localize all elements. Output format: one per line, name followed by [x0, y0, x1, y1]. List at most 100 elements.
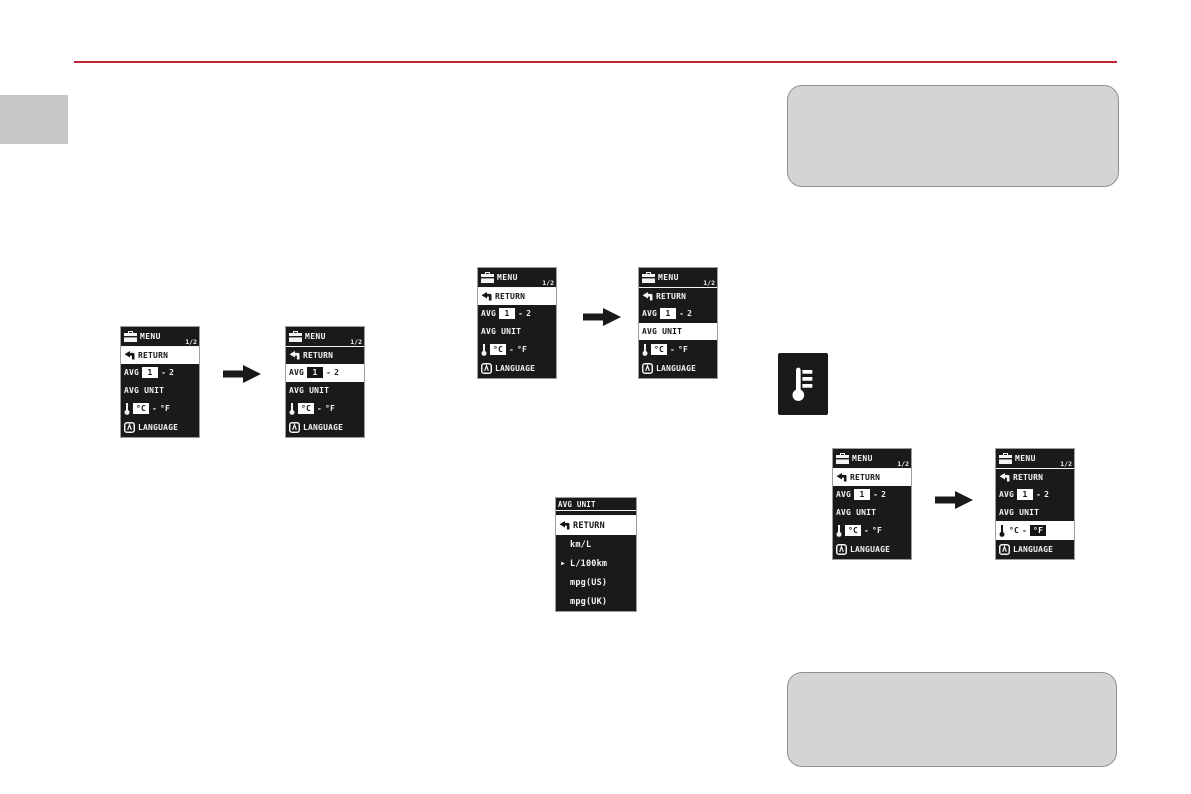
language-label: LANGUAGE — [850, 545, 891, 555]
thermometer-icon — [289, 402, 295, 415]
temp-dash: - — [317, 404, 323, 414]
lcd-header: MENU 1/2 — [833, 449, 911, 469]
temp-dash: - — [1022, 526, 1028, 536]
temp-c-value: °C — [298, 403, 314, 415]
lcd-page-indicator: 1/2 — [703, 279, 715, 287]
temp-c-value: °C — [1009, 526, 1020, 536]
return-arrow-icon — [289, 350, 300, 360]
lcd-row-avg: AVG 1 - 2 — [478, 305, 556, 324]
avg-value-2: 2 — [526, 309, 532, 319]
return-label: RETURN — [656, 291, 687, 301]
temp-c-value: °C — [651, 344, 667, 356]
toolbox-icon — [124, 331, 137, 342]
temp-f-value: °F — [517, 345, 528, 355]
lcd-row-language: LANGUAGE — [833, 540, 911, 559]
lcd-page-indicator: 1/2 — [350, 338, 362, 346]
lcd-row-language: LANGUAGE — [996, 540, 1074, 559]
temp-f-value: °F — [325, 404, 336, 414]
selection-pointer-icon: ▶ — [561, 560, 565, 567]
lcd-page-indicator: 1/2 — [542, 279, 554, 287]
return-arrow-icon — [481, 291, 492, 301]
unit-option-km-l: km/L — [556, 535, 636, 554]
toolbox-icon — [642, 272, 655, 283]
avg-label: AVG — [481, 309, 497, 319]
lcd-screen-return-selected: MENU 1/2 RETURN AVG 1 - 2 AVG UNIT °C - … — [832, 448, 912, 560]
lcd-row-language: LANGUAGE — [286, 418, 364, 437]
lcd-screen-return-selected: MENU 1/2 RETURN AVG 1 - 2 AVG UNIT °C - … — [477, 267, 557, 379]
lcd-menu-title: MENU — [305, 332, 326, 341]
avg-dash: - — [326, 368, 332, 378]
avg-value-2: 2 — [169, 368, 175, 378]
lcd-menu-title: MENU — [497, 273, 518, 282]
lcd-row-avg: AVG 1 - 2 — [121, 364, 199, 383]
avg-unit-label: AVG UNIT — [836, 507, 877, 517]
lcd-row-avg: AVG 1 - 2 — [996, 486, 1074, 505]
return-arrow-icon — [836, 472, 847, 482]
lcd-menu-title: MENU — [852, 454, 873, 463]
lcd-screen-avgunit-menu: AVG UNIT RETURN km/L ▶ L/100km mpg(US) m… — [555, 497, 637, 612]
lcd-row-avg-unit: AVG UNIT — [996, 504, 1074, 521]
avg-value-2: 2 — [687, 309, 693, 319]
avg-value-1: 1 — [499, 308, 516, 320]
unit-option-label: mpg(UK) — [570, 596, 608, 607]
right-arrow-icon — [223, 365, 261, 383]
avg-unit-label: AVG UNIT — [642, 326, 683, 336]
language-icon — [642, 363, 653, 375]
outside-temperature-icon — [778, 353, 828, 415]
lcd-row-temp-unit: °C - °F — [833, 521, 911, 541]
thermometer-icon — [642, 343, 648, 356]
avg-dash: - — [873, 490, 879, 500]
language-label: LANGUAGE — [138, 423, 179, 433]
return-label: RETURN — [138, 350, 169, 360]
avg-label: AVG — [124, 368, 140, 378]
avg-unit-label: AVG UNIT — [999, 507, 1040, 517]
return-label: RETURN — [573, 520, 605, 531]
lcd-header: MENU 1/2 — [121, 327, 199, 347]
unit-option-l-100km: ▶ L/100km — [556, 554, 636, 573]
toolbox-icon — [289, 331, 302, 342]
avg-value-1: 1 — [307, 367, 324, 379]
lcd-header: MENU 1/2 — [478, 268, 556, 288]
temp-f-value: °F — [678, 345, 689, 355]
language-icon — [836, 544, 847, 556]
unit-option-mpg-us: mpg(US) — [556, 573, 636, 592]
temp-c-value: °C — [490, 344, 506, 356]
avg-unit-label: AVG UNIT — [124, 385, 165, 395]
lcd-row-temp-unit: °C - °F — [286, 399, 364, 419]
lcd-row-return: RETURN — [833, 469, 911, 486]
lcd-row-avg-unit: AVG UNIT — [833, 504, 911, 521]
lcd-header: MENU 1/2 — [996, 449, 1074, 469]
return-label: RETURN — [495, 291, 526, 301]
avg-value-2: 2 — [334, 368, 340, 378]
return-arrow-icon — [642, 291, 653, 301]
language-icon — [999, 544, 1010, 556]
language-label: LANGUAGE — [303, 423, 344, 433]
lcd-row-temp-unit: °C - °F — [121, 399, 199, 419]
avg-dash: - — [518, 309, 524, 319]
lcd-row-avg-unit: AVG UNIT — [478, 323, 556, 340]
double-separator — [556, 510, 636, 516]
unit-option-label: L/100km — [570, 558, 608, 569]
avg-value-1: 1 — [660, 308, 677, 320]
lcd-row-language: LANGUAGE — [639, 359, 717, 378]
unit-option-mpg-uk: mpg(UK) — [556, 592, 636, 611]
lcd-screen-avgunit-selected: MENU 1/2 RETURN AVG 1 - 2 AVG UNIT °C - … — [638, 267, 718, 379]
avg-unit-label: AVG UNIT — [289, 385, 330, 395]
avg-dash: - — [1036, 490, 1042, 500]
avg-value-1: 1 — [1017, 489, 1034, 501]
return-label: RETURN — [1013, 472, 1044, 482]
language-label: LANGUAGE — [1013, 545, 1054, 555]
avgunit-menu-title: AVG UNIT — [558, 499, 596, 509]
lcd-row-avg: AVG 1 - 2 — [833, 486, 911, 505]
avg-label: AVG — [642, 309, 658, 319]
lcd-row-return: RETURN — [639, 288, 717, 305]
lcd-row-return: RETURN — [121, 347, 199, 364]
avg-dash: - — [161, 368, 167, 378]
lcd-header: MENU 1/2 — [639, 268, 717, 288]
avg-value-2: 2 — [1044, 490, 1050, 500]
thermometer-icon — [836, 524, 842, 537]
language-label: LANGUAGE — [656, 364, 697, 374]
lcd-row-temp-unit: °C - °F — [996, 520, 1074, 541]
toolbox-icon — [999, 453, 1012, 464]
